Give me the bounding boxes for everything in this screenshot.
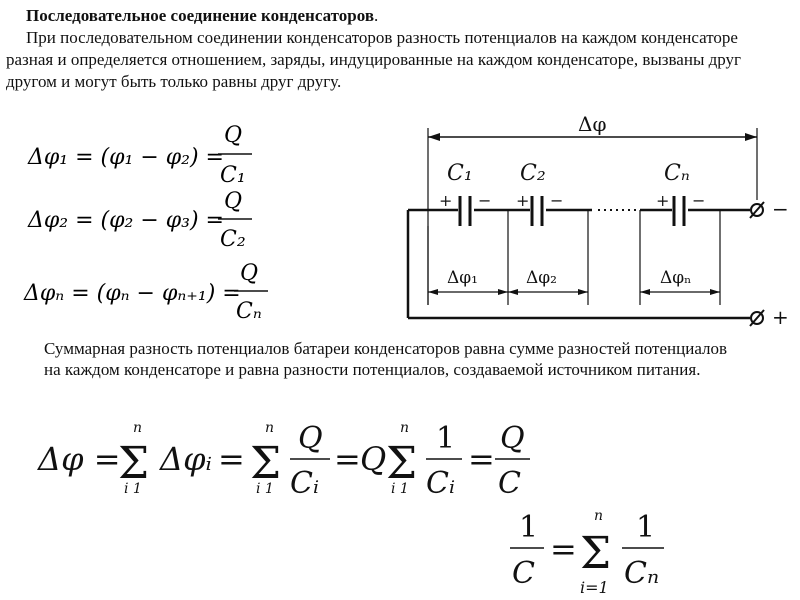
eq1-numerator: Q <box>224 123 242 148</box>
terminal-negative <box>750 203 764 217</box>
sigma-2: Σ <box>250 438 281 489</box>
sum-result-q: Q <box>500 421 525 456</box>
equation-delta-phi-1: Δφ₁ = (φ₁ − φ₂) = Q C₁ <box>27 123 252 188</box>
slide-title: Последовательное соединение конденсаторо… <box>26 6 378 26</box>
arrowhead-right <box>745 133 757 141</box>
sigma-1: Σ <box>118 438 149 489</box>
recip-rhs-den: Cₙ <box>624 556 659 591</box>
sum-frac-ci-den-2: Cᵢ <box>426 466 455 501</box>
total-voltage-label: Δφ <box>578 112 606 136</box>
terminal-plus-label: + <box>772 305 789 329</box>
sum-frac-ci-den: Cᵢ <box>290 466 319 501</box>
eq2-numerator: Q <box>224 189 242 214</box>
title-period: . <box>374 6 379 25</box>
label-cn: Cₙ <box>664 161 690 186</box>
arrowhead-left <box>428 133 440 141</box>
equation-total-sum: Δφ = Σ n i 1 Δφᵢ = Σ n i 1 Q Cᵢ = Q Σ n … <box>36 420 530 501</box>
drop-label-1: Δφ₁ <box>447 268 478 288</box>
terminal-positive <box>750 311 764 325</box>
eqn-numerator: Q <box>240 261 258 286</box>
sigma-3: Σ <box>386 438 417 489</box>
sum-equals-3: = <box>468 440 495 478</box>
sum-frac-one-num: 1 <box>436 421 455 456</box>
sum-equals-1: = <box>218 440 245 478</box>
equation-reciprocal-capacitance: 1 C = Σ n i=1 1 Cₙ <box>510 508 664 597</box>
terminal-minus-label: − <box>772 197 789 221</box>
sigma-2-lower: i 1 <box>256 481 274 497</box>
sum-term-delta-phi-i: Δφᵢ <box>158 440 212 478</box>
plus-sign-c1: + <box>439 191 452 210</box>
sum-lhs: Δφ = <box>36 440 121 478</box>
recip-rhs-num: 1 <box>636 510 655 545</box>
minus-sign-cn: − <box>692 191 705 210</box>
recip-equals: = <box>550 530 577 568</box>
sigma-1-upper: n <box>133 420 142 436</box>
sum-equals-2: = <box>334 440 361 478</box>
eq2-lhs: Δφ₂ = (φ₂ − φ₃) = <box>27 208 224 233</box>
label-c2: C₂ <box>520 161 546 186</box>
eqn-lhs: Δφₙ = (φₙ − φₙ₊₁) = <box>23 281 241 306</box>
recip-sigma: Σ <box>580 528 611 579</box>
recip-lhs-den: C <box>512 556 535 591</box>
minus-sign-c2: − <box>550 191 563 210</box>
recip-lhs-num: 1 <box>519 510 538 545</box>
sum-q-factor: Q <box>360 440 386 478</box>
drop-label-2: Δφ₂ <box>526 268 557 288</box>
title-text: Последовательное соединение конденсаторо… <box>26 6 375 25</box>
label-c1: C₁ <box>447 161 473 186</box>
recip-sigma-lower: i=1 <box>580 578 609 597</box>
sigma-2-upper: n <box>265 420 274 436</box>
eq1-denominator: C₁ <box>220 163 246 188</box>
sigma-1-lower: i 1 <box>124 481 142 497</box>
eq1-lhs: Δφ₁ = (φ₁ − φ₂) = <box>27 145 224 170</box>
equation-delta-phi-n: Δφₙ = (φₙ − φₙ₊₁) = Q Cₙ <box>23 261 268 324</box>
sigma-3-lower: i 1 <box>391 481 409 497</box>
series-capacitor-circuit <box>406 128 765 327</box>
circuit-labels: Δφ C₁ C₂ Cₙ + − + − + − − + Δφ₁ Δφ₂ Δφₙ <box>439 112 789 329</box>
drop-label-n: Δφₙ <box>660 268 692 288</box>
sum-result-c: C <box>498 466 521 501</box>
summary-paragraph: Суммарная разность потенциалов батареи к… <box>44 339 728 379</box>
sum-frac-q-num: Q <box>298 421 323 456</box>
intro-paragraph: При последовательном соединении конденса… <box>6 28 742 91</box>
eq2-denominator: C₂ <box>220 227 246 252</box>
equation-delta-phi-2: Δφ₂ = (φ₂ − φ₃) = Q C₂ <box>27 189 252 252</box>
plus-sign-c2: + <box>516 191 529 210</box>
minus-sign-c1: − <box>478 191 491 210</box>
plus-sign-cn: + <box>656 191 669 210</box>
recip-sigma-upper: n <box>594 508 603 524</box>
sigma-3-upper: n <box>400 420 409 436</box>
eqn-denominator: Cₙ <box>236 299 262 324</box>
